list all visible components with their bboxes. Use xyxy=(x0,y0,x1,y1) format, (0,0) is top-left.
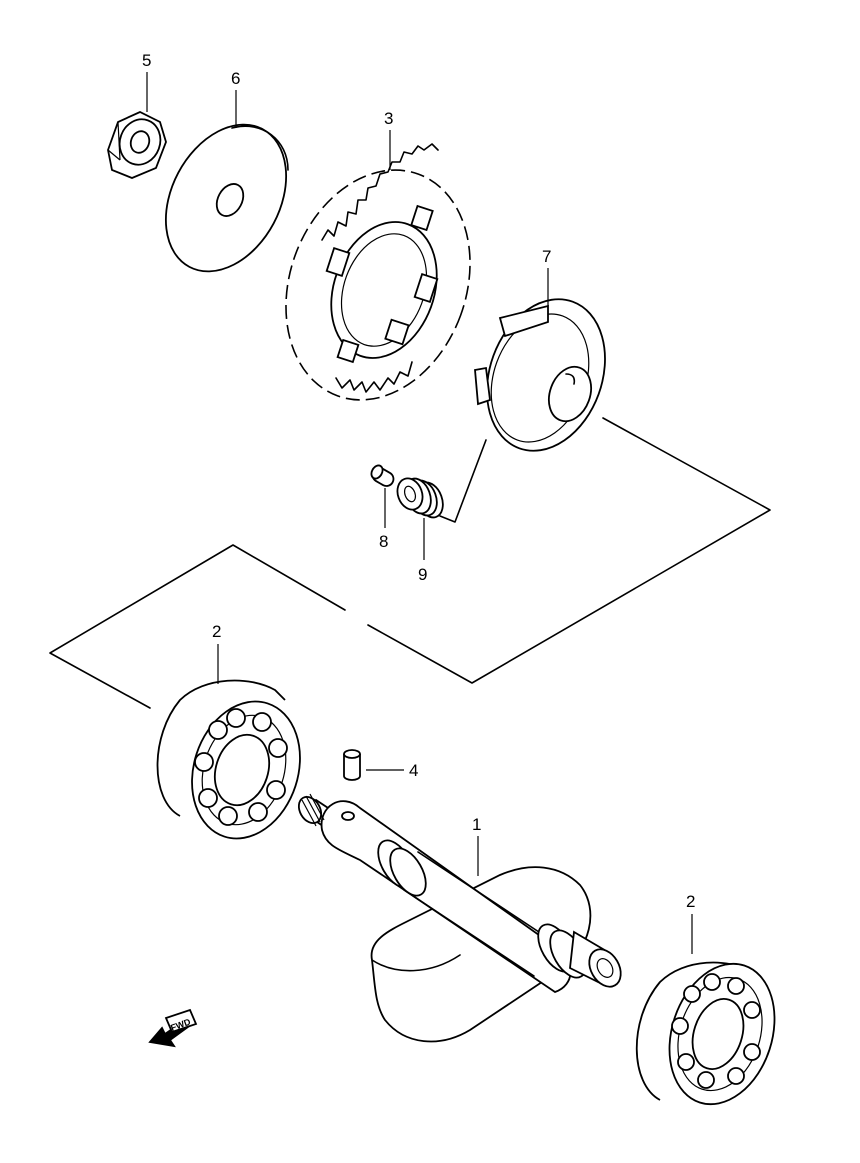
callout-1: 1 xyxy=(472,815,481,834)
drive-hub-part-7 xyxy=(474,298,606,452)
callout-9: 9 xyxy=(418,565,427,584)
assembly-outline xyxy=(49,417,771,709)
callout-4: 4 xyxy=(409,761,418,780)
callout-2-lower: 2 xyxy=(686,892,695,911)
spring-part-9 xyxy=(396,477,444,519)
washer-part-6 xyxy=(164,123,289,273)
callout-6: 6 xyxy=(231,69,240,88)
callout-3: 3 xyxy=(384,109,393,128)
bearing-part-2-upper xyxy=(156,679,301,840)
callout-8: 8 xyxy=(379,532,388,551)
callout-7: 7 xyxy=(542,247,551,266)
nut-part-5 xyxy=(107,111,167,179)
balancer-shaft-part-1 xyxy=(297,793,622,1043)
pin-part-8 xyxy=(370,464,395,487)
callout-5: 5 xyxy=(142,51,151,70)
forward-arrow-icon: FWD xyxy=(148,1008,198,1048)
key-part-4 xyxy=(343,749,361,781)
balancer-gear-part-3 xyxy=(285,143,471,401)
callout-2-upper: 2 xyxy=(212,622,221,641)
bearing-part-2-lower xyxy=(635,961,776,1106)
